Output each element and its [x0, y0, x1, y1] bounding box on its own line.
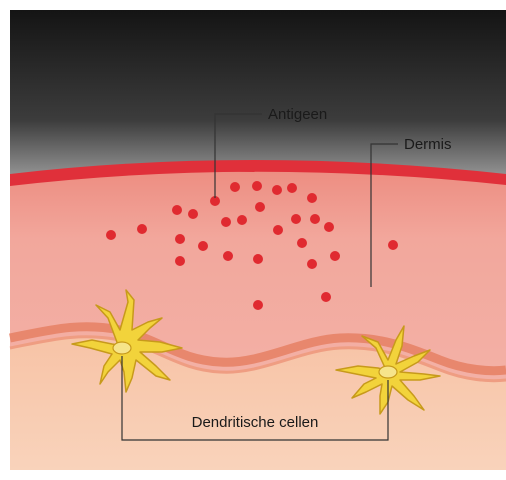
- antigen-dot: [221, 217, 231, 227]
- antigen-dot: [188, 209, 198, 219]
- dendritic-cell-nucleus: [379, 366, 397, 378]
- antigen-dot: [287, 183, 297, 193]
- antigen-dot: [106, 230, 116, 240]
- antigen-dot: [237, 215, 247, 225]
- antigen-dot: [321, 292, 331, 302]
- antigen-dot: [297, 238, 307, 248]
- antigen-dot: [388, 240, 398, 250]
- antigen-dot: [230, 182, 240, 192]
- antigen-dot: [307, 259, 317, 269]
- antigen-dot: [253, 254, 263, 264]
- antigen-dot: [198, 241, 208, 251]
- antigen-dot: [175, 234, 185, 244]
- antigen-dot: [324, 222, 334, 232]
- antigen-dot: [253, 300, 263, 310]
- antigen-dot: [175, 256, 185, 266]
- antigen-dot: [273, 225, 283, 235]
- antigen-dot: [252, 181, 262, 191]
- dendritic-cells-label: Dendritische cellen: [192, 414, 319, 431]
- antigen-dot: [307, 193, 317, 203]
- antigen-dot: [172, 205, 182, 215]
- antigen-dot: [272, 185, 282, 195]
- antigen-dot: [330, 251, 340, 261]
- dendritic-cell-nucleus: [113, 342, 131, 354]
- antigen-dot: [291, 214, 301, 224]
- antigen-dot: [310, 214, 320, 224]
- antigen-dot: [137, 224, 147, 234]
- antigen-label: Antigeen: [268, 106, 327, 123]
- dermis-label: Dermis: [404, 136, 452, 153]
- antigen-dot: [223, 251, 233, 261]
- antigen-dot: [255, 202, 265, 212]
